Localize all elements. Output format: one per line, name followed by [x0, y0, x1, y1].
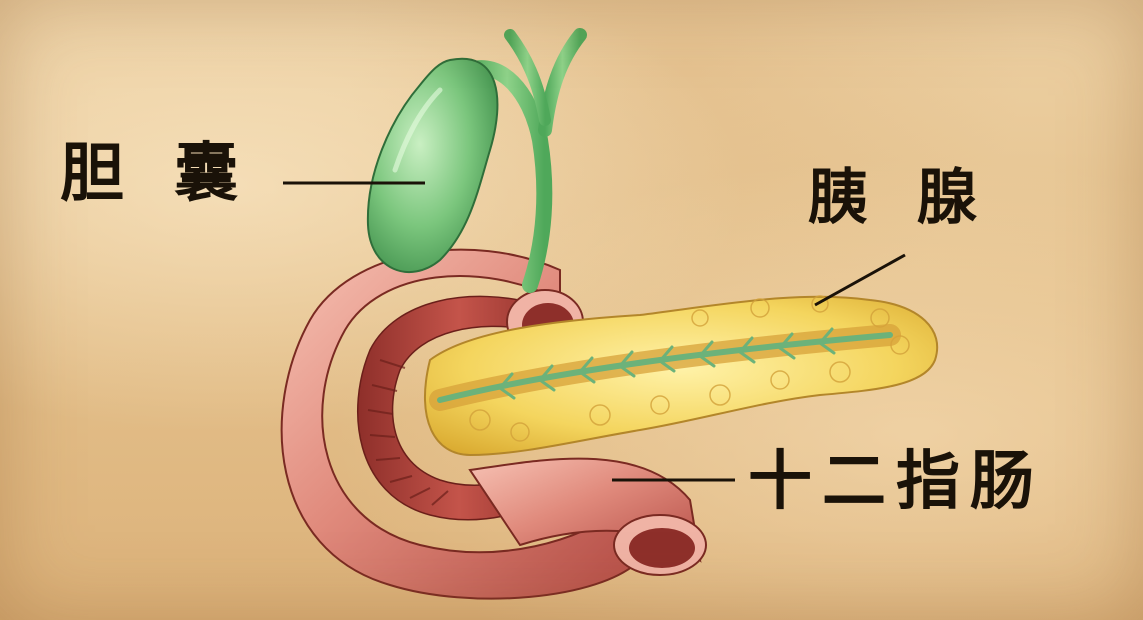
pancreas-leader-line — [814, 253, 906, 307]
gallbladder-shape — [366, 28, 587, 293]
gallbladder-label: 胆 囊 — [60, 137, 253, 211]
pancreas-label: 胰 腺 — [808, 163, 991, 233]
pancreas-shape — [424, 295, 939, 457]
duodenum-label: 十二指肠 — [748, 445, 1044, 519]
